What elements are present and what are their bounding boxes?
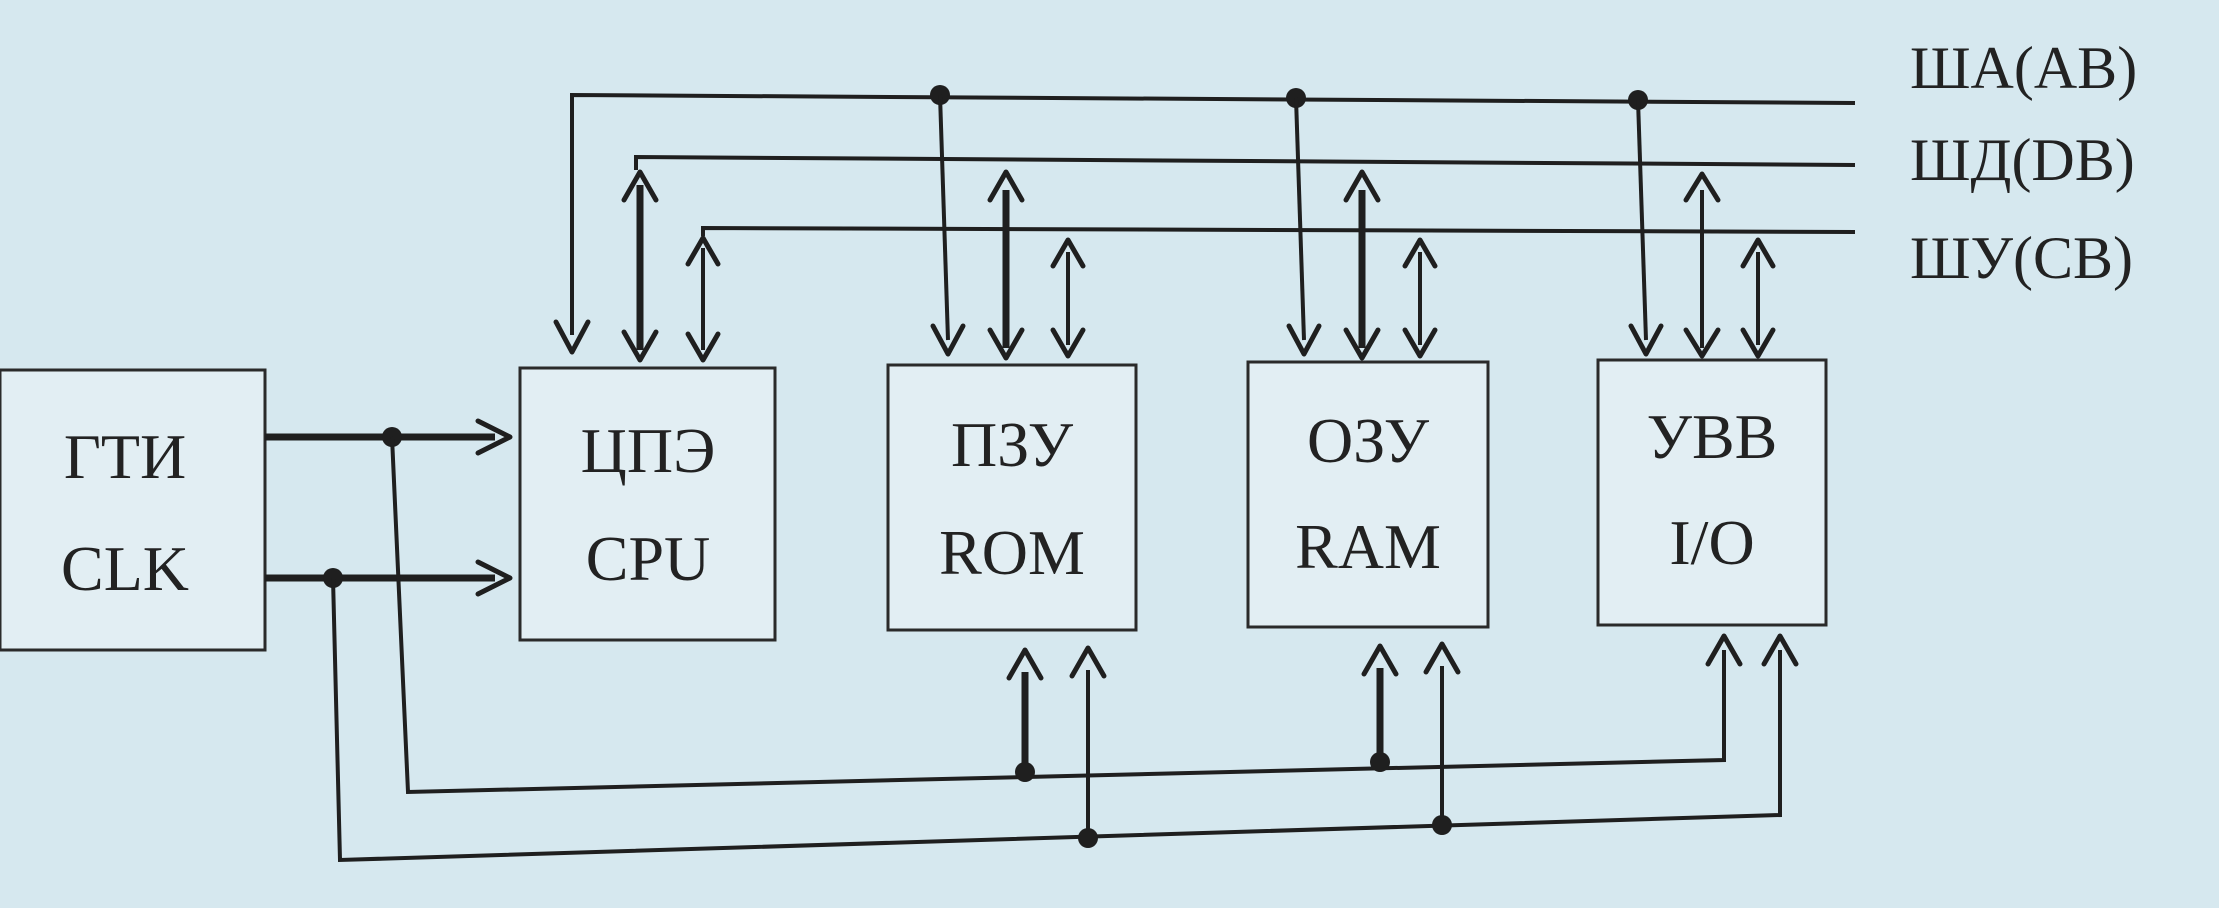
- ram-data-arrow-up: [1343, 169, 1381, 203]
- block-io-label-en: I/O: [1669, 507, 1754, 578]
- cpu-control-arrow-down: [685, 331, 721, 363]
- rom-address-arrow-head: [930, 323, 966, 357]
- address-bus-label: ША(AB): [1910, 35, 2137, 101]
- ram-clock2-arrow-head: [1423, 641, 1461, 675]
- io-bus-connections: [1628, 90, 1776, 359]
- cpu-data-arrow-down: [621, 329, 659, 363]
- block-io-label-ru: УВВ: [1647, 401, 1778, 472]
- cpu-address-arrow-head: [553, 319, 591, 355]
- io-data-arrow-up: [1683, 171, 1721, 203]
- rom-clock2-arrow-head: [1069, 645, 1107, 679]
- io-clock1-arrow-head: [1705, 633, 1743, 667]
- block-cpu: ЦПЭ CPU: [518, 366, 777, 642]
- rom-control-arrow-up: [1050, 237, 1086, 269]
- cpu-data-arrow-up: [621, 169, 659, 203]
- block-ram: ОЗУ RAM: [1246, 360, 1490, 629]
- block-ram-label-en: RAM: [1295, 511, 1441, 582]
- rom-data-arrow-down: [987, 327, 1025, 361]
- io-address-arrow-head: [1628, 323, 1664, 357]
- ram-clock1-arrow-head: [1361, 643, 1399, 677]
- cpu-bus-connections: [553, 169, 721, 363]
- block-ram-label-ru: ОЗУ: [1307, 405, 1430, 476]
- block-clk-label-ru: ГТИ: [64, 421, 186, 492]
- ram-address-arrow-head: [1286, 323, 1322, 357]
- block-rom: ПЗУ ROM: [886, 363, 1138, 632]
- ram-bus-connections: [1286, 88, 1438, 361]
- block-rom-label-ru: ПЗУ: [951, 409, 1074, 480]
- block-clk: ГТИ CLK: [0, 368, 267, 652]
- block-cpu-label-ru: ЦПЭ: [581, 415, 716, 486]
- clock-phase1-arrow-head: [475, 418, 513, 456]
- block-io: УВВ I/O: [1596, 358, 1828, 627]
- rom-clock1-arrow-head: [1006, 647, 1044, 681]
- io-clock2-arrow-head: [1761, 633, 1799, 667]
- control-bus: ШУ(CB): [701, 225, 2133, 291]
- cpu-control-arrow-up: [685, 235, 721, 267]
- block-rom-label-en: ROM: [939, 517, 1085, 588]
- ram-data-arrow-down: [1343, 327, 1381, 361]
- rom-bus-connections: [930, 85, 1086, 361]
- rom-data-arrow-up: [987, 169, 1025, 203]
- block-cpu-label-en: CPU: [586, 523, 711, 594]
- data-bus: ШД(DB): [634, 127, 2135, 193]
- clock-connections: [265, 418, 1799, 863]
- control-bus-label: ШУ(CB): [1910, 225, 2133, 291]
- ram-control-arrow-down: [1402, 327, 1438, 359]
- block-clk-label-en: CLK: [61, 533, 189, 604]
- ram-control-arrow-up: [1402, 237, 1438, 269]
- address-bus: ША(AB): [570, 35, 2137, 335]
- io-control-arrow-down: [1740, 327, 1776, 359]
- clock-phase2-arrow-head: [475, 559, 513, 597]
- io-data-arrow-down: [1683, 327, 1721, 359]
- rom-control-arrow-down: [1050, 327, 1086, 359]
- data-bus-label: ШД(DB): [1910, 127, 2135, 193]
- io-control-arrow-up: [1740, 237, 1776, 269]
